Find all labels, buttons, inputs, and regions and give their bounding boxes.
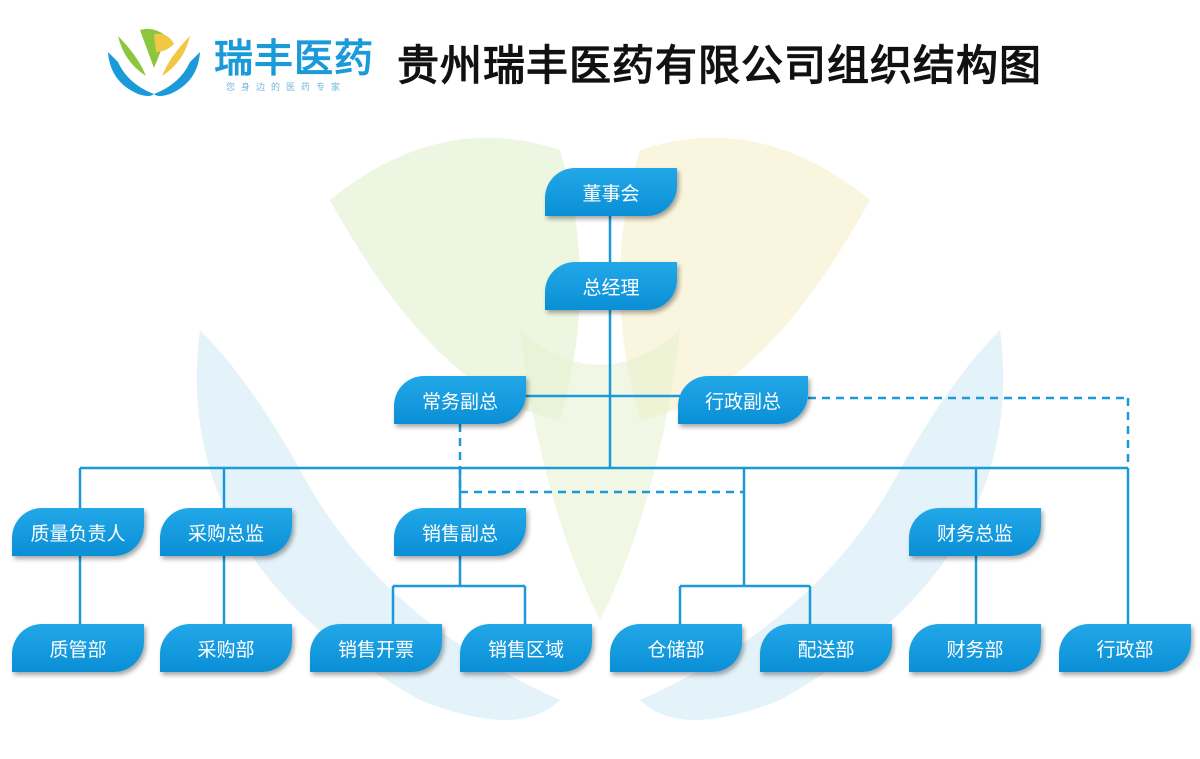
node-warehouse: 仓储部	[610, 624, 742, 672]
node-purchase-dept: 采购部	[160, 624, 292, 672]
page-title: 贵州瑞丰医药有限公司组织结构图	[397, 41, 1043, 90]
node-sales-invoice: 销售开票	[310, 624, 442, 672]
header: 瑞丰医药 您身边的医药专家 贵州瑞丰医药有限公司组织结构图	[0, 0, 1200, 110]
node-executive-vp: 常务副总	[394, 376, 526, 424]
node-sales-vp: 销售副总	[394, 508, 526, 556]
company-logo-icon	[108, 28, 200, 96]
node-purchase-director: 采购总监	[160, 508, 292, 556]
node-sales-region: 销售区域	[460, 624, 592, 672]
node-finance-dept: 财务部	[909, 624, 1041, 672]
node-admin-vp: 行政副总	[678, 376, 808, 424]
node-general-manager: 总经理	[545, 262, 677, 310]
node-delivery: 配送部	[760, 624, 892, 672]
node-quality-dept: 质管部	[12, 624, 144, 672]
node-quality-head: 质量负责人	[12, 508, 144, 556]
node-board: 董事会	[545, 168, 677, 216]
logo-text: 瑞丰医药	[214, 37, 375, 82]
logo-slogan: 您身边的医药专家	[226, 83, 347, 93]
node-admin-dept: 行政部	[1059, 624, 1191, 672]
node-finance-director: 财务总监	[909, 508, 1041, 556]
